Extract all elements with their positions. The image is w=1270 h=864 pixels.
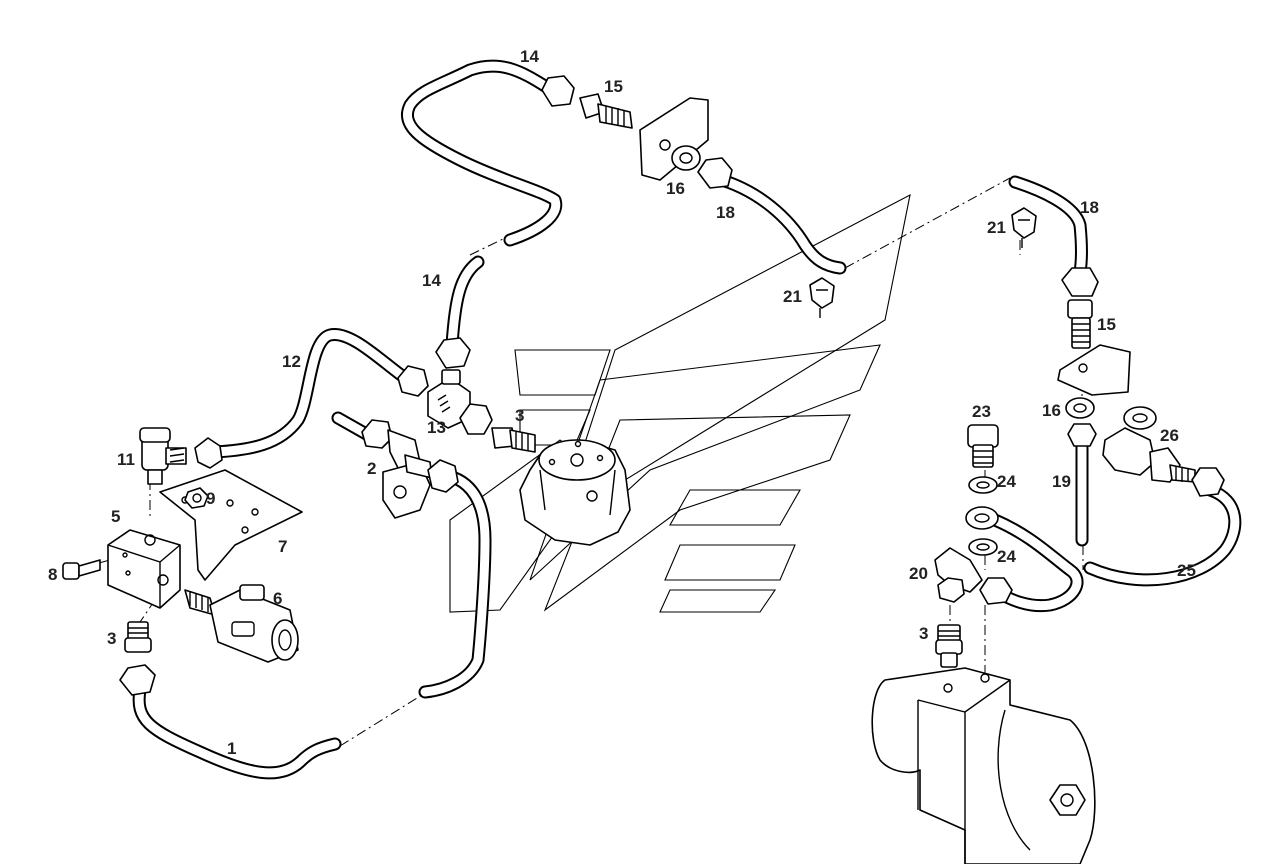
callout-13: 13 [427,418,446,437]
nut-19-top [1067,423,1097,447]
nut-pipe-12-tee [397,365,429,397]
callout-12: 12 [282,352,301,371]
nut-pipe-12-end [194,437,223,469]
pipes [132,59,1242,780]
callout-21: 21 [987,218,1006,237]
callout-6: 6 [273,589,282,608]
nut-18-right [1061,267,1099,297]
washer-24-upper [968,476,998,494]
banjo-fitting [965,506,999,530]
callout-18: 18 [1080,198,1099,217]
callout-3: 3 [515,406,524,425]
banjo-bolt-23 [967,424,999,468]
clamp-21-right [1011,207,1037,248]
callout-15: 15 [604,77,623,96]
nut-pipe-25 [1191,467,1225,497]
washer-16-right [1065,397,1095,419]
callout-7: 7 [278,537,287,556]
callout-26: 26 [1160,426,1179,445]
background-chevron-logo [449,193,911,613]
callout-18: 18 [716,203,735,222]
washer-24-lower [968,538,998,556]
callout-21: 21 [783,287,802,306]
mounting-plate-right [1057,344,1131,396]
callout-24: 24 [997,472,1016,491]
callout-24: 24 [997,547,1016,566]
distributor-housing [519,439,631,546]
callout-1: 1 [227,739,236,758]
clamp-21-left [809,277,835,318]
nut-tee-13-right [459,403,493,435]
valve-fitting-2 [361,419,459,519]
washer-16-top [671,145,701,171]
mounting-plate-top [639,97,709,181]
callout-5: 5 [111,507,120,526]
nut-18-top [697,157,733,189]
bolt-8 [62,559,101,580]
callout-19: 19 [1052,472,1071,491]
callout-16: 16 [666,179,685,198]
nut-14-top [541,75,575,107]
callout-14: 14 [422,271,441,290]
bracket-7 [159,469,303,581]
nut-pipe-24 [979,577,1013,605]
valve-block-5 [107,529,181,609]
adapter-15-top [579,93,633,129]
callout-15: 15 [1097,315,1116,334]
brake-cylinder [871,667,1096,864]
nut-pipe-1 [119,664,156,696]
callout-8: 8 [48,565,57,584]
callout-11: 11 [117,450,135,469]
adapter-3-right [935,624,963,668]
callout-16: 16 [1042,401,1061,420]
nut-pipe-14-lower [435,337,471,369]
callout-25: 25 [1177,561,1196,580]
callout-14: 14 [520,47,539,66]
callout-23: 23 [972,402,991,421]
callout-3: 3 [919,624,928,643]
callout-2: 2 [367,459,376,478]
adapter-15-right [1067,299,1093,349]
adapter-3-left [124,621,152,653]
tee-fitting-26 [1102,406,1196,483]
nut-9 [184,487,209,509]
callout-labels: 1 2 3 3 3 5 6 7 8 9 11 12 13 14 14 15 15… [48,47,1196,758]
adapter-3-center [491,427,536,453]
pipe-18-upper [708,171,847,275]
callout-9: 9 [206,489,215,508]
elbow-fitting-20 [934,547,983,603]
callout-20: 20 [909,564,928,583]
callout-3: 3 [107,629,116,648]
elbow-fitting-11 [139,427,187,485]
tee-fitting-13 [427,369,471,429]
solenoid-valve-6 [184,584,299,663]
